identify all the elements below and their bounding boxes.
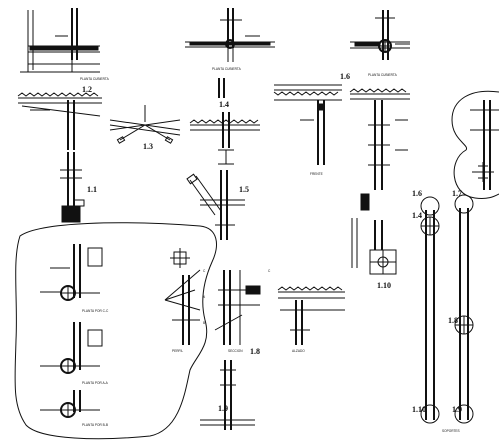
caption-planta-cubierta-2: PLANTA CUBIERTA [212, 67, 242, 71]
detail-label-1-4: 1.4 [219, 100, 229, 109]
detail-label-1-10: 1.10 [377, 281, 391, 290]
detail-1-8: C A B PERFIL SECCION 1.8 C ALZADO [164, 248, 345, 356]
caption-planta-c-c: PLANTA POR C-C [82, 309, 109, 313]
circle-label-1-4: 1.4 [412, 211, 422, 220]
circle-label-1-7: 1.7 [452, 189, 462, 198]
caption-frente: FRENTE [310, 172, 323, 176]
caption-planta-b-b: PLANTA POR B-B [82, 423, 108, 427]
detail-1-10: 1.10 [351, 193, 397, 290]
caption-soportes: SOPORTES [442, 429, 460, 433]
circle-label-1-6: 1.6 [412, 189, 422, 198]
section-mark-c: C [203, 269, 206, 273]
section-mark-a: A [203, 295, 206, 299]
detail-1-9: 1.9 [200, 360, 255, 430]
detail-label-1-6: 1.6 [340, 72, 350, 81]
detail-1-4: 1.4 [189, 78, 260, 165]
circle-label-1-8: 1.8 [448, 316, 458, 325]
caption-planta-a-a: PLANTA POR A-A [82, 381, 109, 385]
caption-seccion: SECCION [228, 349, 243, 353]
detail-1-5: 1.5 [186, 170, 249, 240]
detail-blob-bottom-left: PLANTA POR C-C PLANTA POR A-A PLANTA POR… [14, 222, 217, 440]
circle-label-1-9: 1.9 [452, 405, 462, 414]
detail-blob-top-right [451, 90, 499, 199]
detail-label-1-2: 1.2 [82, 85, 92, 94]
detail-1-2: PLANTA CUBIERTA 1.2 [20, 8, 110, 94]
detail-label-1-5: 1.5 [239, 185, 249, 194]
detail-label-1-9: 1.9 [218, 404, 228, 413]
detail-label-1-3: 1.3 [143, 142, 153, 151]
roof-section-left [17, 92, 102, 150]
section-mark-c-2: C [268, 269, 271, 273]
circle-label-1-10: 1.10 [412, 405, 426, 414]
detail-plan-cubierta-3: PLANTA CUBIERTA 1.6 [340, 10, 410, 81]
detail-roof-right: FRENTE [273, 84, 342, 176]
detail-plan-cubierta-2: PLANTA CUBIERTA [185, 8, 275, 71]
tall-column-right: 1.7 1.8 1.9 [448, 189, 474, 424]
section-mark-b: B [203, 321, 205, 325]
detail-label-1-1: 1.1 [87, 185, 97, 194]
detail-1-3: 1.3 [109, 105, 181, 151]
caption-planta-cubierta-3: PLANTA CUBIERTA [368, 73, 398, 77]
tall-column-left: 1.6 1.4 1.10 SOPORTES [412, 189, 460, 433]
caption-alzado: ALZADO [292, 349, 305, 353]
detail-1-1: 1.1 [60, 152, 97, 223]
detail-label-1-8: 1.8 [250, 347, 260, 356]
detail-column-section-mid [349, 88, 410, 190]
caption-perfil: PERFIL [172, 349, 183, 353]
caption-planta-cubierta-1: PLANTA CUBIERTA [80, 77, 110, 81]
